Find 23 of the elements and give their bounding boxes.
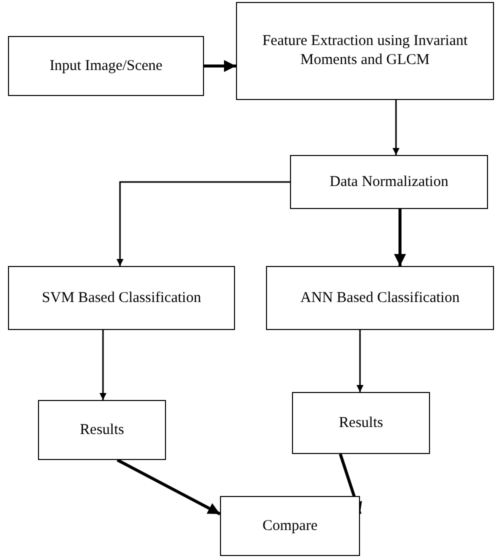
arrow: [116, 458, 221, 516]
arrow: [394, 209, 406, 266]
box-label: Compare: [262, 516, 318, 536]
box-label: Data Normalization: [330, 172, 448, 192]
box-label: Feature Extraction using Invariant Moments and GLCM: [261, 32, 469, 70]
process-box: [292, 392, 430, 454]
box-label: Input Image/Scene: [50, 56, 162, 76]
process-box: [8, 266, 235, 330]
box-label: Results: [338, 414, 384, 432]
process-box: [220, 496, 360, 556]
process-box: [290, 155, 488, 209]
process-box: [266, 266, 494, 330]
arrow: [204, 60, 236, 72]
arrow: [116, 181, 290, 266]
process-box: [236, 2, 494, 100]
box-label: SVM Based Classification: [42, 288, 202, 308]
arrow: [100, 330, 106, 400]
box-label: Results: [80, 420, 124, 440]
arrow: [392, 100, 400, 155]
box-label: ANN Based Classification: [300, 288, 460, 308]
arrow: [356, 330, 364, 392]
process-box: [38, 400, 166, 460]
process-box: [8, 36, 204, 96]
